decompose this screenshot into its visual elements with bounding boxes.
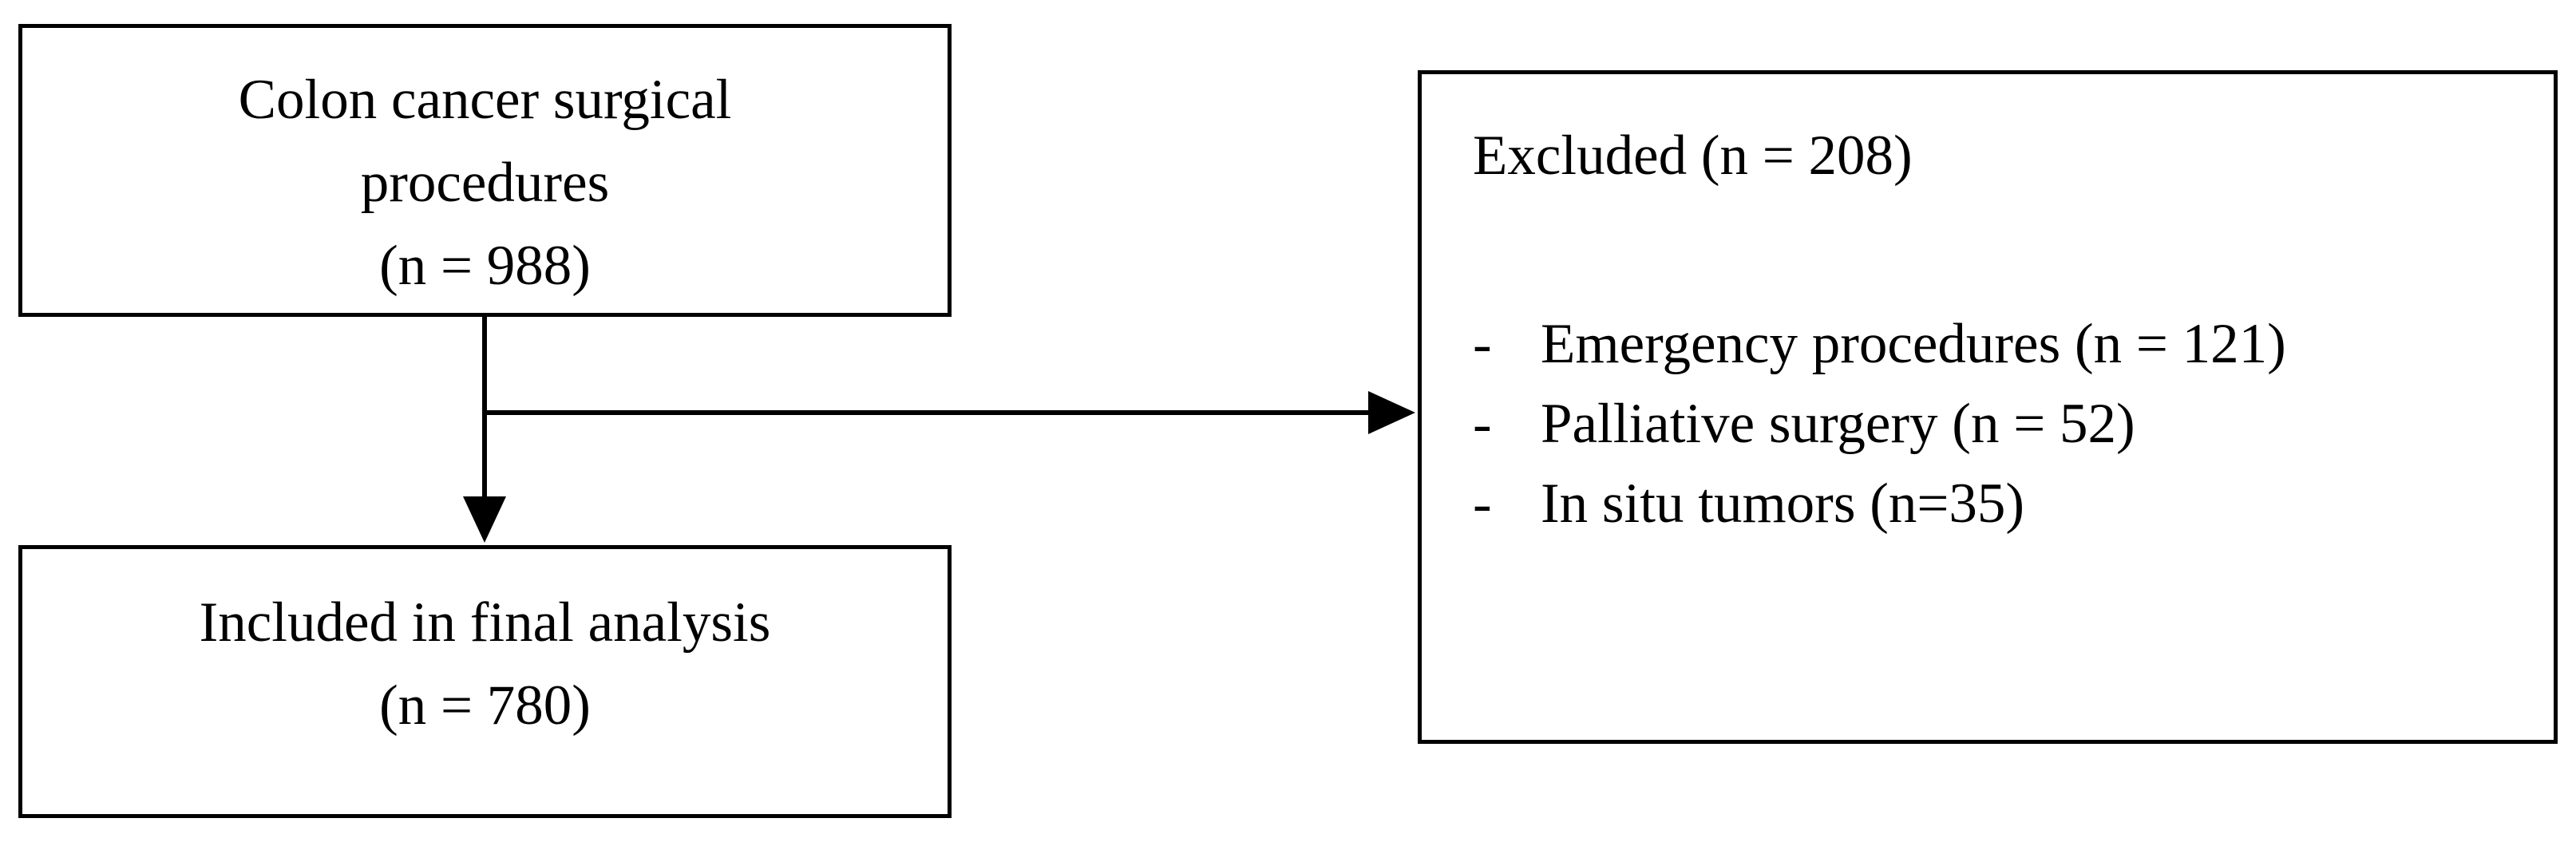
arrowhead-down [463,496,506,543]
excluded-reason-label: In situ tumors (n=35) [1541,472,2025,535]
source-box-text: Colon cancer surgical procedures (n = 98… [22,58,948,307]
excluded-reasons-list: -Emergency procedures (n = 121) -Palliat… [1473,304,2286,544]
included-box-line-2: (n = 780) [379,674,591,737]
excluded-reason-item: -In situ tumors (n=35) [1473,464,2286,544]
list-bullet: - [1473,472,1492,535]
excluded-reason-item: -Emergency procedures (n = 121) [1473,304,2286,384]
source-box-line-1: Colon cancer surgical [238,69,732,131]
included-box: Included in final analysis (n = 780) [18,545,952,818]
excluded-box: Excluded (n = 208) -Emergency procedures… [1418,70,2558,744]
excluded-reason-item: -Palliative surgery (n = 52) [1473,384,2286,464]
arrowhead-right [1368,391,1415,434]
included-box-line-1: Included in final analysis [199,591,771,654]
source-box-line-3: (n = 988) [379,235,591,297]
included-box-text: Included in final analysis (n = 780) [22,581,948,747]
source-box-line-2: procedures [360,152,610,214]
list-bullet: - [1473,393,1492,455]
excluded-reason-label: Emergency procedures (n = 121) [1541,313,2286,375]
list-bullet: - [1473,313,1492,375]
source-box: Colon cancer surgical procedures (n = 98… [18,24,952,317]
excluded-reason-label: Palliative surgery (n = 52) [1541,393,2135,455]
excluded-box-title: Excluded (n = 208) [1473,125,1913,187]
